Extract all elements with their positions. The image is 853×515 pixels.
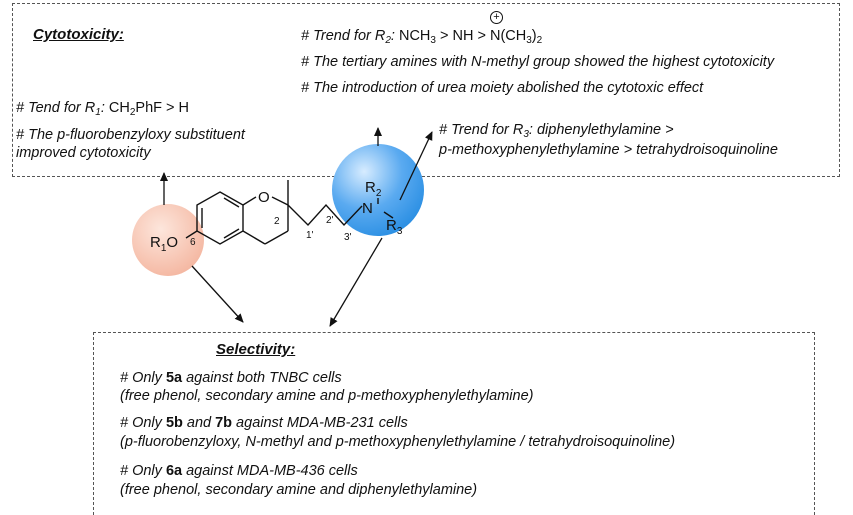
position-2-label: 2: [274, 216, 280, 227]
selectivity-item-5b-7b-detail: (p-fluorobenzyloxy, N-methyl and p-metho…: [120, 434, 676, 450]
relationship-arrows: [160, 127, 433, 327]
selectivity-item-6a: # Only 6a against MDA-MB-436 cells: [120, 463, 358, 479]
benzene-ring: [196, 191, 244, 245]
r1-note-line1: # The p-fluorobenzyloxy substituent: [16, 127, 245, 143]
positive-charge-icon: +: [489, 11, 503, 24]
amine-nitrogen-label: N: [362, 200, 373, 217]
selectivity-box: [93, 332, 815, 515]
r2-note-tertiary: # The tertiary amines with N-methyl grou…: [301, 54, 775, 70]
position-2-prime-label: 2': [326, 215, 334, 226]
selectivity-item-5a: # Only 5a against both TNBC cells: [120, 370, 342, 386]
cytotoxicity-box: [12, 3, 840, 177]
r3-label: R3: [386, 217, 403, 237]
r3-trend-line1: # Trend for R3: diphenylethylamine >: [439, 122, 674, 140]
selectivity-item-6a-detail: (free phenol, secondary amine and diphen…: [120, 482, 478, 498]
r1-trend: # Tend for R1: CH2PhF > H: [16, 100, 190, 118]
position-6-label: 6: [190, 237, 196, 248]
arrow-r1-selectivity: [191, 265, 244, 323]
cytotoxicity-heading: Cytotoxicity:: [33, 26, 124, 43]
selectivity-item-5b-7b: # Only 5b and 7b against MDA-MB-231 cell…: [120, 415, 408, 431]
selectivity-heading: Selectivity:: [216, 341, 296, 358]
r3-trend-line2: p-methoxyphenylethylamine > tetrahydrois…: [439, 142, 778, 158]
r1-substituent-circle: [132, 204, 204, 276]
arrow-r3-cytotoxicity: [399, 131, 433, 201]
arrow-amine-selectivity: [329, 237, 383, 327]
position-3-prime-label: 3': [344, 232, 352, 243]
charged-amine: N(CH3)2+: [489, 11, 543, 46]
pyran-ring: [185, 180, 394, 245]
ring-oxygen-label: O: [258, 189, 270, 206]
position-1-prime-label: 1': [306, 230, 314, 241]
r1o-label: R1O: [150, 234, 178, 254]
r2-trend: # Trend for R2: NCH3 > NH > N(CH3)2+: [301, 11, 543, 46]
r2-note-urea: # The introduction of urea moiety abolis…: [301, 80, 704, 96]
r1-note-line2: improved cytotoxicity: [16, 145, 151, 161]
r2-label: R2: [365, 179, 382, 199]
selectivity-item-5a-detail: (free phenol, secondary amine and p-meth…: [120, 388, 534, 404]
